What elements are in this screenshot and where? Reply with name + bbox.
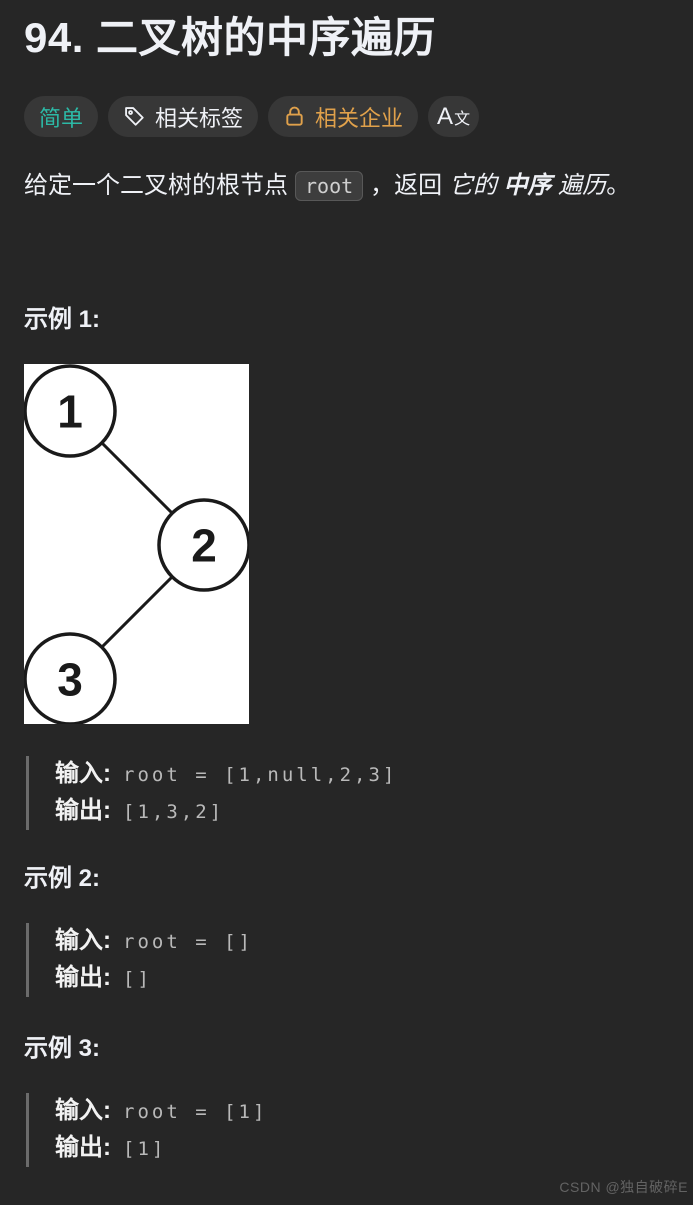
description-italic-2: 遍历	[551, 172, 607, 199]
tree-node-label: 1	[57, 386, 83, 438]
csdn-watermark: CSDN @独自破碎E	[559, 1179, 688, 1195]
related-companies-badge[interactable]: 相关企业	[268, 96, 419, 137]
description-italic-1: 它的	[448, 172, 504, 199]
output-value: []	[123, 968, 152, 990]
input-value: root = [1]	[123, 1101, 268, 1123]
example-2-input-row: 输入: root = []	[55, 923, 669, 960]
companies-badge-label: 相关企业	[315, 105, 404, 131]
example-1-output-row: 输出: [1,3,2]	[55, 793, 669, 830]
input-value: root = [1,null,2,3]	[123, 764, 398, 786]
tag-icon	[123, 105, 146, 128]
example-1-input-row: 输入: root = [1,null,2,3]	[55, 756, 669, 793]
output-label: 输出:	[55, 797, 111, 824]
tree-node-circle	[24, 632, 117, 724]
example-1-heading: 示例 1:	[24, 306, 101, 333]
example-2-block: 输入: root = [] 输出: []	[26, 923, 669, 997]
example-2-heading: 示例 2:	[24, 865, 101, 892]
tree-node-label: 2	[191, 520, 217, 572]
example-3-block: 输入: root = [1] 输出: [1]	[26, 1093, 669, 1167]
description-bold-italic: 中序	[503, 172, 552, 199]
output-value: [1,3,2]	[123, 801, 225, 823]
example-3-output-row: 输出: [1]	[55, 1130, 669, 1167]
example-3-input-row: 输入: root = [1]	[55, 1093, 669, 1130]
problem-page: 94. 二叉树的中序遍历 简单 相关标签 相关企业	[24, 14, 669, 1167]
description-text-1: 给定一个二叉树的根节点	[24, 172, 288, 199]
example-3-heading: 示例 3:	[24, 1035, 101, 1062]
example-2-output-row: 输出: []	[55, 960, 669, 997]
input-label: 输入:	[55, 1097, 111, 1124]
tree-figure-svg: 1 2 3	[24, 364, 249, 724]
difficulty-badge-label: 简单	[39, 105, 84, 131]
description-text-2: ，返回	[370, 172, 449, 199]
output-label: 输出:	[55, 1134, 111, 1161]
example-1-block: 输入: root = [1,null,2,3] 输出: [1,3,2]	[26, 756, 669, 830]
output-value: [1]	[123, 1138, 167, 1160]
problem-description: 给定一个二叉树的根节点 root，返回 它的 中序 遍历。	[24, 167, 669, 205]
tree-node-label: 3	[57, 654, 83, 706]
input-label: 输入:	[55, 927, 111, 954]
tree-node-circle	[24, 364, 117, 458]
page-title: 94. 二叉树的中序遍历	[24, 14, 437, 61]
inline-code-root: root	[295, 171, 364, 201]
related-tags-badge[interactable]: 相关标签	[108, 96, 259, 137]
description-text-3: 。	[606, 172, 631, 199]
input-label: 输入:	[55, 760, 111, 787]
input-value: root = []	[123, 931, 253, 953]
related-tags-badge-label: 相关标签	[155, 105, 244, 131]
output-label: 输出:	[55, 964, 111, 991]
tree-node-circle	[157, 498, 249, 592]
difficulty-badge[interactable]: 简单	[24, 96, 99, 137]
lock-icon	[283, 105, 306, 128]
